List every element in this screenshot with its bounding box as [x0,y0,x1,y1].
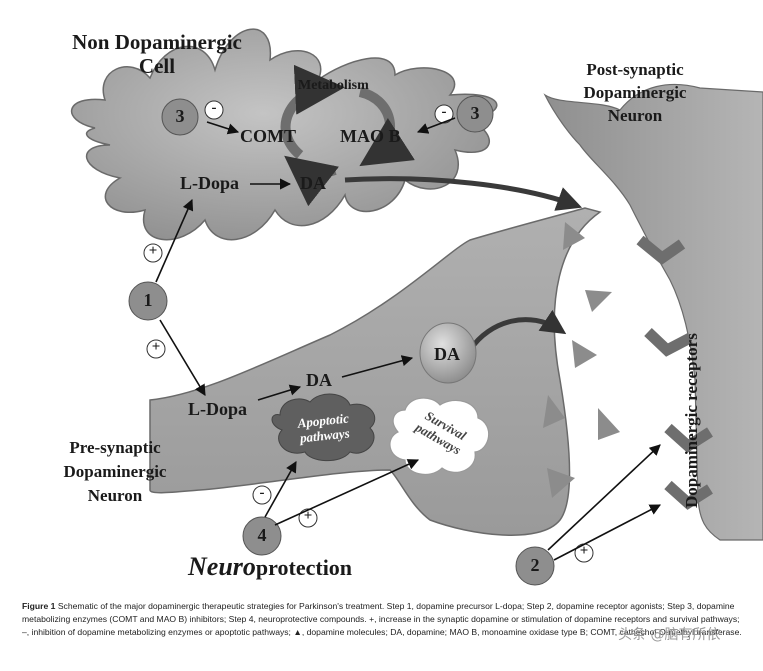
step-1-number: 1 [143,290,153,310]
arrow-step3-to-maob [416,117,456,134]
da-release-arrow-vesicle [467,309,567,352]
arrow-step2-to-receptor-1 [547,444,661,551]
step-3-left-circle [161,98,199,136]
survival-cloud [389,397,490,476]
apoptotic-cloud [271,393,376,462]
ldopa-bottom-label: L-Dopa [188,399,248,419]
dopamine-molecule [572,340,597,368]
da-top-label: DA [300,173,326,193]
post-synaptic-neuron-body [543,83,763,541]
dopamine-molecule [563,222,585,250]
dopamine-receptor [664,423,713,453]
dopamine-receptor [644,328,693,357]
dopamine-molecule [585,290,612,312]
minus-sign-circle [204,100,224,120]
step-3-left-number: 3 [175,106,185,126]
title-line: Dopaminergic [583,83,687,102]
plus-sign: + [303,508,313,524]
arrow-da-to-vesicle [341,355,414,378]
plus-sign-circle [298,508,318,528]
da-vesicle-label: DA [434,344,460,364]
title-line: Pre-synaptic [69,438,161,457]
figure-caption-text: Schematic of the major dopaminergic ther… [22,601,742,637]
minus-sign: - [211,100,217,116]
metabolism-cycle-arrow [284,155,339,207]
pre-synaptic-title: Pre-synaptic Dopaminergic Neuron [50,436,180,508]
pathway-arrows [155,117,661,561]
figure-caption: Figure 1 Schematic of the major dopamine… [22,600,747,639]
step-2-number: 2 [530,555,540,575]
da-release-arrow-top [344,176,583,211]
arrow-step4-to-survival [274,459,420,526]
minus-sign-circle [252,485,272,505]
metabolism-cycle-arrow [358,87,415,167]
plus-sign: + [151,339,161,355]
non-dopaminergic-cell-title: Non Dopaminergic Cell [52,30,262,78]
arrow-step1-to-ldopa-bottom [159,319,206,396]
title-line: Post-synaptic [586,60,684,79]
diagram-canvas [70,28,763,586]
figure-label: Figure 1 [22,601,56,611]
minus-sign: - [441,104,447,120]
ldopa-top-label: L-Dopa [180,173,240,193]
title-line: Non Dopaminergic [72,30,242,54]
plus-sign-circle [146,339,166,359]
watermark: 头条 @脑有所依 [618,627,721,643]
dopamine-molecule [547,468,575,498]
step-2-circle [515,546,555,586]
neuroprotection-label: Neuroprotection [188,552,352,582]
dopamine-receptor [636,235,686,265]
step-3-right-number: 3 [470,103,480,123]
da-bottom-label: DA [306,370,332,390]
metabolism-cycle-arrow [280,64,345,159]
plus-sign: + [579,543,589,559]
arrow-step2-to-receptor-2 [553,504,661,561]
minus-sign: - [259,485,265,501]
title-line: Dopaminergic [63,462,167,481]
post-synaptic-title: Post-synaptic Dopaminergic Neuron [560,58,710,127]
plus-sign-circle [143,243,163,263]
plus-sign: + [148,243,158,259]
arrow-step1-to-ldopa-top [155,198,194,283]
arrow-step3-to-comt [206,121,240,135]
comt-label: COMT [240,126,296,146]
arrow-ldopa-to-da-bottom [257,384,302,401]
step-4-number: 4 [257,525,267,545]
neuroprotection-rest: protection [255,555,353,580]
step-1-circle [128,281,168,321]
dopamine-receptor [664,480,713,510]
dopamine-molecules [543,222,620,498]
receptors [636,235,713,510]
pre-synaptic-neuron-body [149,207,602,536]
dopamine-molecule [598,408,620,440]
dopamine-molecule [543,395,565,428]
title-line: Cell [138,54,176,78]
da-vesicle [419,322,477,384]
metabolism-label: Metabolism [298,78,369,93]
dopaminergic-receptors-label: Dopaminergic receptors [682,333,701,508]
title-line: Neuron [87,486,143,505]
maob-label: MAO B [340,126,401,146]
step-3-right-circle [456,95,494,133]
step-4-circle [242,516,282,556]
title-line: Neuron [607,106,663,125]
neuroprotection-prefix: Neuro [188,552,256,581]
arrow-step4-to-apoptotic [264,461,297,518]
